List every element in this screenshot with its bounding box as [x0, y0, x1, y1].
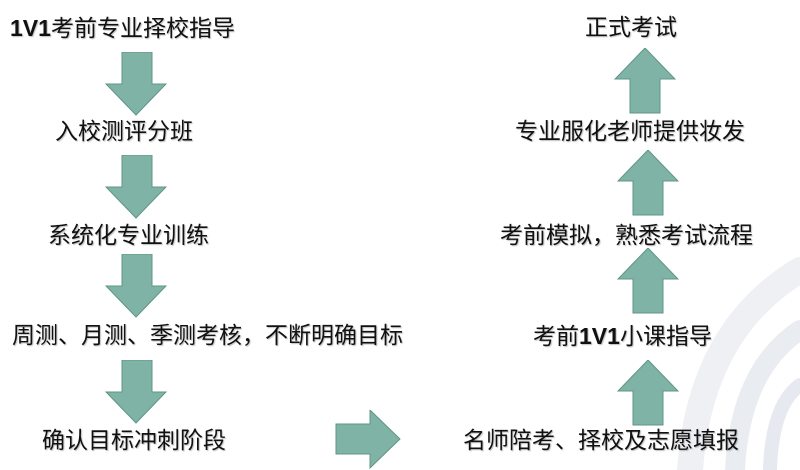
step-makeup-styling: 专业服化老师提供妆发 — [515, 119, 745, 145]
arrow-up-icon — [614, 48, 676, 114]
step-mock-exam: 考前模拟，熟悉考试流程 — [500, 223, 753, 249]
step-1v1-small-class: 考前1V1小课指导 — [533, 323, 712, 350]
arrow-up-icon — [617, 248, 679, 314]
arrow-up-icon — [617, 150, 679, 216]
step-systematic-training: 系统化专业训练 — [48, 223, 209, 249]
step-sprint-stage: 确认目标冲刺阶段 — [42, 428, 226, 454]
step-entrance-assessment: 入校测评分班 — [55, 119, 193, 145]
arrow-down-icon — [105, 254, 167, 318]
step-formal-exam: 正式考试 — [585, 15, 677, 41]
step-exam-accompaniment: 名师陪考、择校及志愿填报 — [463, 428, 739, 454]
arrow-down-icon — [105, 52, 167, 116]
step-periodic-tests: 周测、月测、季测考核，不断明确目标 — [12, 323, 403, 349]
arrow-up-icon — [617, 360, 679, 426]
arrow-down-icon — [105, 155, 167, 219]
arrow-right-icon — [335, 410, 401, 470]
arrow-down-icon — [105, 360, 167, 424]
step-1v1-professional-school-guidance: 1V1考前专业择校指导 — [10, 15, 235, 42]
